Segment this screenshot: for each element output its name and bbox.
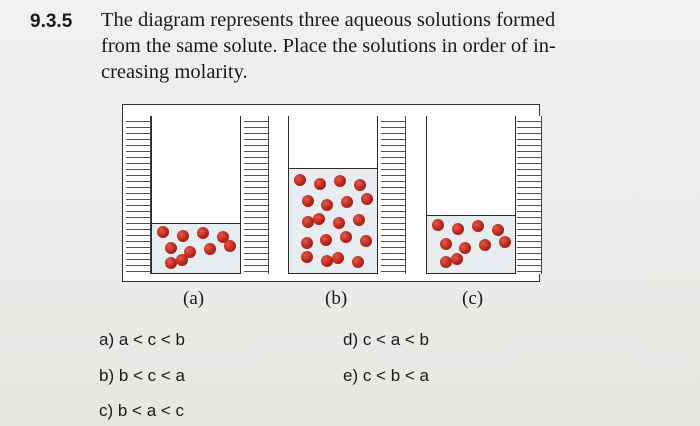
solute-particle xyxy=(333,174,346,187)
solute-particle xyxy=(459,241,472,254)
solute-particle xyxy=(313,213,326,225)
solute-particle xyxy=(196,226,209,239)
label-a: (a) xyxy=(183,288,205,309)
solute-particle xyxy=(216,230,229,243)
solute-particle xyxy=(491,224,504,237)
stem-line-3: creasing molarity. xyxy=(101,61,248,83)
label-b: (b) xyxy=(325,288,348,309)
solute-particle xyxy=(360,192,373,205)
option-b: b) b < c < a xyxy=(99,366,185,385)
solute-particle xyxy=(498,235,511,248)
solute-particle xyxy=(331,252,344,265)
solute-particle xyxy=(321,198,334,211)
label-c: (c) xyxy=(462,288,484,309)
bleed-through-text xyxy=(10,52,14,69)
option-d: d) c < a < b xyxy=(343,330,429,349)
ruler-middle-left xyxy=(244,116,269,274)
solute-particle xyxy=(301,194,314,207)
question-number: 9.3.5 xyxy=(30,11,73,32)
solution-b xyxy=(289,168,377,273)
solute-particle xyxy=(479,238,492,251)
solute-particle xyxy=(294,173,307,186)
beaker-b xyxy=(288,116,378,274)
solute-particle xyxy=(341,195,354,208)
stem-line-1: The diagram represents three aqueous sol… xyxy=(101,9,556,31)
ruler-middle-right xyxy=(381,116,406,274)
solute-particle xyxy=(351,256,364,269)
solute-particle xyxy=(432,219,445,232)
ruler-left xyxy=(126,116,151,274)
solute-particle xyxy=(353,178,366,191)
solution-a xyxy=(152,223,240,273)
solute-particle xyxy=(176,254,189,267)
solute-particle xyxy=(440,255,453,268)
option-a: a) a < c < b xyxy=(99,330,185,349)
solutions-diagram xyxy=(122,104,542,282)
beaker-a xyxy=(151,116,241,274)
solute-particle xyxy=(320,234,333,247)
solute-particle xyxy=(352,214,365,226)
stem-line-2: from the same solute. Place the solution… xyxy=(101,35,556,57)
solute-particle xyxy=(439,237,452,250)
solute-particle xyxy=(471,220,484,233)
solute-particle xyxy=(204,242,217,255)
beaker-c xyxy=(426,116,516,274)
solute-particle xyxy=(302,216,315,228)
solute-particle xyxy=(452,223,465,236)
solute-particle xyxy=(332,217,345,229)
solute-particle xyxy=(223,239,236,252)
solute-particle xyxy=(314,177,327,190)
ruler-right xyxy=(517,116,542,274)
solute-particle xyxy=(451,252,464,265)
solute-particle xyxy=(177,229,190,242)
solute-particle xyxy=(165,257,178,270)
solute-particle xyxy=(164,241,177,254)
question-stem: The diagram represents three aqueous sol… xyxy=(101,7,581,85)
solute-particle xyxy=(340,231,353,244)
solute-particle xyxy=(321,255,334,268)
solute-particle xyxy=(300,237,313,250)
solute-particle xyxy=(301,251,314,264)
solute-particle xyxy=(157,225,170,238)
option-c: c) b < a < c xyxy=(99,401,185,420)
solute-particle xyxy=(359,235,372,248)
option-e: e) c < b < a xyxy=(343,366,429,385)
solute-particle xyxy=(184,245,197,258)
solution-c xyxy=(427,215,515,273)
